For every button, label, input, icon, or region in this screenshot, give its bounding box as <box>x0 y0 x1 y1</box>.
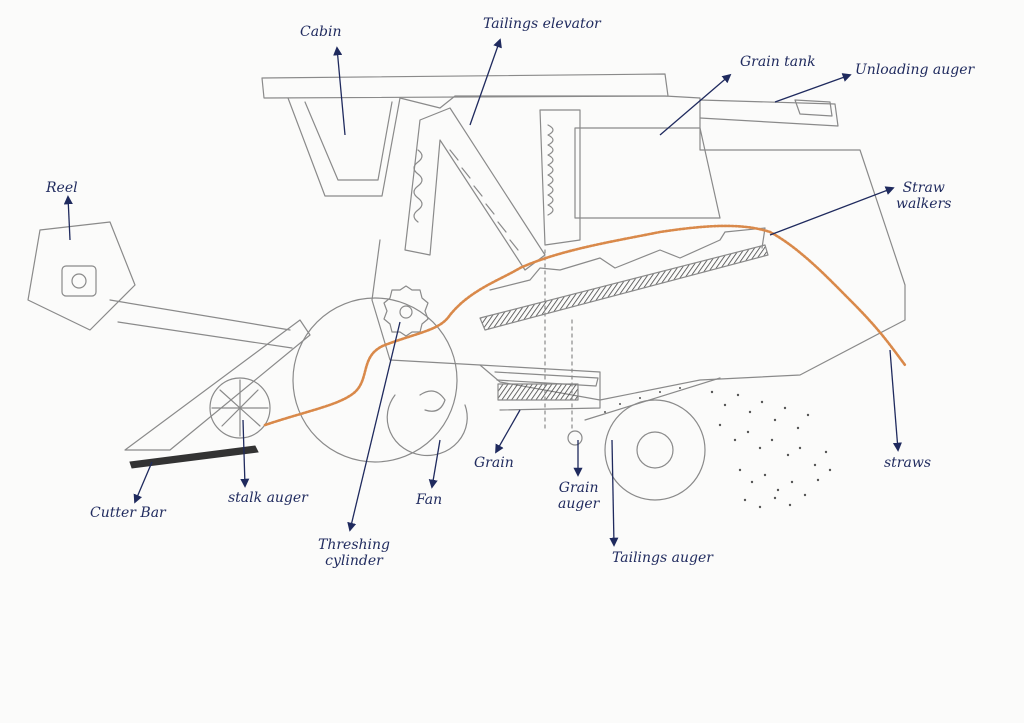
label-cabin: Cabin <box>300 24 342 40</box>
front-wheel-hub <box>637 432 673 468</box>
label-tailings-elevator: Tailings elevator <box>483 16 601 32</box>
threshing-cylinder-hub <box>400 306 412 318</box>
reel-arrow <box>68 197 70 240</box>
fan-blades <box>420 391 445 411</box>
straw-walkers-arrow <box>770 188 893 235</box>
grain-arrow <box>496 410 520 452</box>
tailings-elevator-arrow <box>470 40 500 125</box>
cutter-bar <box>130 446 258 468</box>
label-straws: straws <box>884 455 931 471</box>
label-grain-tank: Grain tank <box>740 54 816 70</box>
tailings-elevator-casing <box>405 108 545 270</box>
straws-arrow <box>890 350 898 450</box>
harvester-body-outline <box>372 96 905 400</box>
reel-axle <box>72 274 86 288</box>
cabin-body <box>288 98 400 196</box>
fan-housing <box>387 395 467 456</box>
grain-elevator-flights <box>548 125 553 215</box>
grain-auger-drop <box>545 250 572 430</box>
reel-hub <box>62 266 96 296</box>
front-wheel <box>605 400 705 500</box>
stalk-auger-spokes <box>212 380 268 436</box>
label-threshing-cylinder: Threshing cylinder <box>318 537 390 569</box>
label-cutter-bar: Cutter Bar <box>90 505 166 521</box>
cabin-roof <box>262 74 668 98</box>
label-fan: Fan <box>416 492 442 508</box>
straw-walkers-base <box>480 245 768 330</box>
cabin-window <box>305 102 392 180</box>
threshing-cylinder-arrow <box>350 322 400 530</box>
grain-tank-arrow <box>660 75 730 135</box>
crop-flow-path <box>265 226 905 425</box>
label-grain-auger: Grain auger <box>558 480 599 512</box>
grain-tank <box>575 128 720 218</box>
cutter-bar-arrow <box>135 462 152 502</box>
threshing-cylinder <box>384 286 428 336</box>
straw-discharge-particles <box>604 387 831 508</box>
label-stalk-auger: stalk auger <box>228 490 308 506</box>
threshing-drum-housing <box>293 298 457 462</box>
grain-pan <box>498 384 578 400</box>
label-grain: Grain <box>474 455 514 471</box>
label-unloading-auger: Unloading auger <box>855 62 974 78</box>
fan-arrow <box>432 440 440 487</box>
grain-elevator <box>540 110 580 245</box>
cabin-arrow <box>337 48 345 135</box>
label-tailings-auger: Tailings auger <box>612 550 713 566</box>
reel-arm <box>110 300 292 348</box>
label-reel: Reel <box>46 180 78 196</box>
unloading-auger-arrow <box>775 75 850 102</box>
header-platform <box>125 320 310 450</box>
grain-auger-shaft <box>568 431 582 445</box>
label-straw-walkers: Straw walkers <box>896 180 951 212</box>
unloading-auger-tube <box>700 100 838 126</box>
tailings-auger-arrow <box>612 440 614 545</box>
reel-frame <box>28 222 135 330</box>
